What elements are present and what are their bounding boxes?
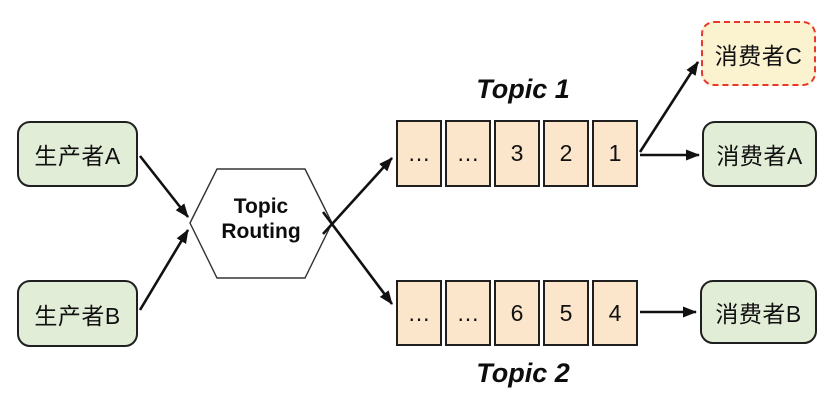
topic1-cell: … bbox=[396, 120, 442, 187]
arrow-router-to-topic1 bbox=[322, 157, 393, 235]
consumer-b-node: 消费者B bbox=[700, 280, 817, 344]
consumer-a-node: 消费者A bbox=[702, 121, 817, 187]
producer-b-node: 生产者B bbox=[17, 280, 138, 347]
consumer-c-node: 消费者C bbox=[701, 21, 816, 86]
topic1-title: Topic 1 bbox=[476, 74, 570, 104]
topic1-cell: 1 bbox=[592, 120, 638, 187]
topic1-cell: 2 bbox=[543, 120, 589, 187]
arrow-producer-a-to-router bbox=[138, 155, 190, 218]
topic2-cell: 6 bbox=[494, 280, 540, 346]
arrow-router-to-topic2 bbox=[321, 211, 394, 305]
arrow-topic1-to-consumer-c bbox=[638, 61, 700, 153]
arrow-producer-b-to-router bbox=[138, 229, 190, 311]
topic2-cell: … bbox=[445, 280, 491, 346]
topic1-queue: … … 3 2 1 bbox=[396, 120, 638, 187]
topic-router-label: Topic Routing bbox=[221, 195, 301, 244]
topic2-cell: … bbox=[396, 280, 442, 346]
topic2-cell: 5 bbox=[543, 280, 589, 346]
topic2-queue: … … 6 5 4 bbox=[396, 280, 638, 346]
topic1-cell: 3 bbox=[494, 120, 540, 187]
topic2-title: Topic 2 bbox=[476, 358, 570, 388]
topic1-cell: … bbox=[445, 120, 491, 187]
topic2-cell: 4 bbox=[592, 280, 638, 346]
producer-a-node: 生产者A bbox=[17, 121, 138, 187]
